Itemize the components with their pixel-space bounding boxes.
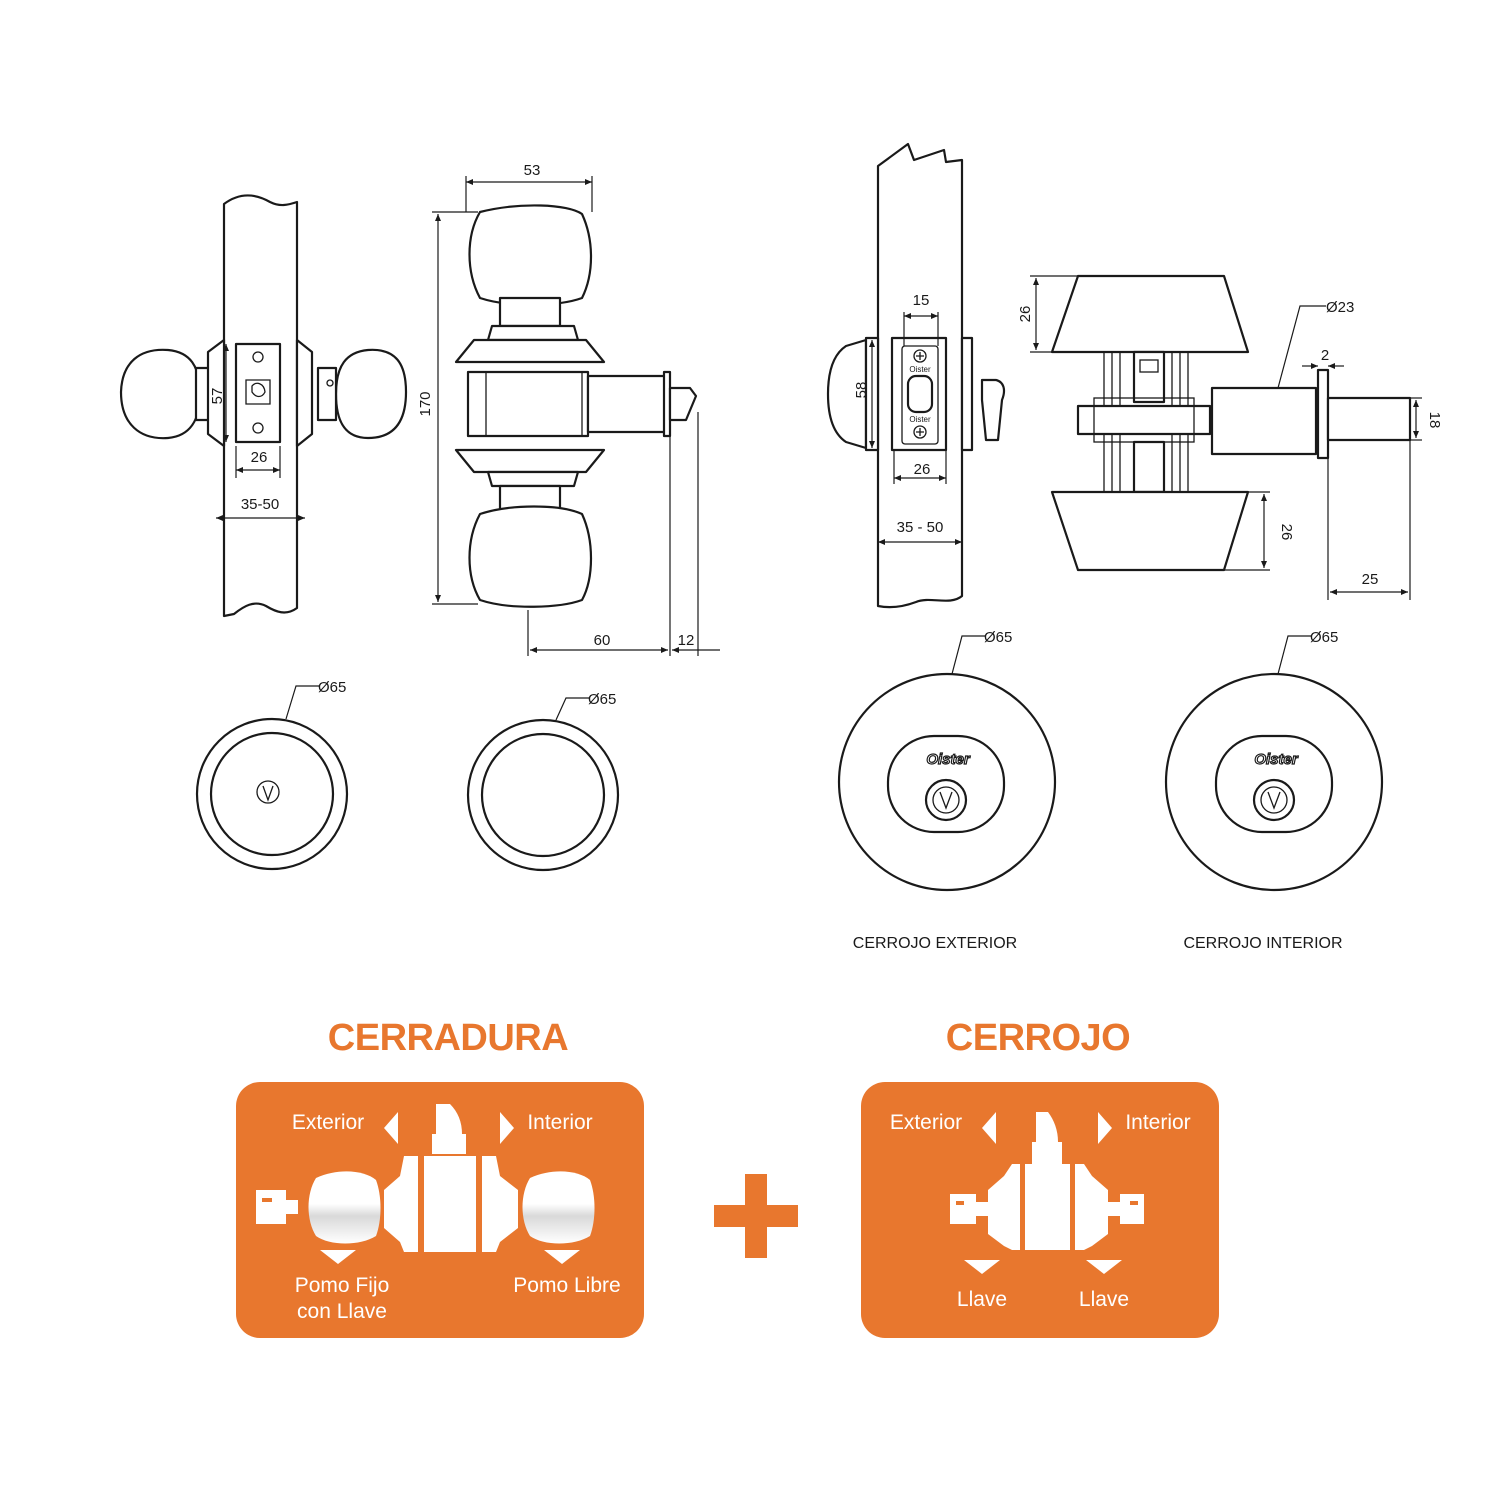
- cerrojo-interior-label: Interior: [1125, 1111, 1190, 1134]
- cerrojo-section: CERROJO Exterior Interior Llave Llave: [861, 1017, 1219, 1338]
- cerradura-key-icon: [256, 1190, 298, 1224]
- plate-brand-bottom: Oister: [909, 415, 931, 424]
- knob-interior-diameter: Ø65: [588, 691, 616, 708]
- cerrojo-left-down-arrow-icon: [964, 1260, 1000, 1274]
- cerradura-left-label-2: con Llave: [297, 1300, 387, 1323]
- deadbolt-side-view: 26 Ø23 2 18 26 25: [1017, 274, 1443, 600]
- caption-cerrojo-exterior: CERROJO EXTERIOR: [853, 935, 1017, 952]
- cerradura-title: CERRADURA: [328, 1017, 568, 1059]
- cerrojo-left-label: Llave: [957, 1288, 1007, 1311]
- dim-57: 57: [209, 388, 226, 405]
- dim-2: 2: [1321, 347, 1329, 364]
- dim-door-thickness-bolt: 35 - 50: [897, 519, 944, 536]
- dim-18: 18: [1426, 412, 1443, 429]
- knob-lock-front-view: 57 26 35-50: [119, 194, 408, 618]
- knob-lock-side-view: 53 170 60 12: [417, 162, 720, 656]
- cerrojo-interior-arrow-icon: [1098, 1112, 1112, 1144]
- cerradura-interior-arrow-icon: [500, 1112, 514, 1144]
- dim-60: 60: [594, 632, 611, 649]
- dim-26-top: 26: [1017, 306, 1034, 323]
- dim-diameter-23: Ø23: [1326, 299, 1354, 316]
- bolt-interior-diameter: Ø65: [1310, 629, 1338, 646]
- plate-brand-top: Oister: [909, 365, 931, 374]
- knob-exterior-rosette: Ø65: [195, 679, 349, 871]
- cerrojo-exterior-label: Exterior: [890, 1111, 962, 1134]
- cerradura-exterior-arrow-icon: [384, 1112, 398, 1144]
- cerradura-fixed-knob-icon: [308, 1171, 381, 1244]
- cerradura-exterior-label: Exterior: [292, 1111, 364, 1134]
- cerrojo-exterior-arrow-icon: [982, 1112, 996, 1144]
- cerradura-section: CERRADURA Exterior Interior Pomo Fijo co…: [236, 1017, 644, 1338]
- cerradura-left-label-1: Pomo Fijo: [295, 1274, 390, 1297]
- cerradura-left-down-arrow-icon: [320, 1250, 356, 1264]
- cerradura-free-knob-icon: [522, 1171, 595, 1244]
- cerradura-lock-icon: [384, 1104, 518, 1252]
- dim-12: 12: [678, 632, 695, 649]
- deadbolt-front-view: Oister Oister 15 58 26 35 - 50: [826, 142, 1006, 609]
- cerradura-right-label: Pomo Libre: [513, 1274, 620, 1297]
- cerradura-interior-label: Interior: [527, 1111, 592, 1134]
- dim-53: 53: [524, 162, 541, 179]
- deadbolt-exterior-rosette: Oister Ø65 CERROJO EXTERIOR: [837, 629, 1057, 952]
- dim-26-plate: 26: [914, 461, 931, 478]
- caption-cerrojo-interior: CERROJO INTERIOR: [1183, 935, 1342, 952]
- exterior-brand-logo: Oister: [926, 751, 971, 768]
- dim-26: 26: [251, 449, 268, 466]
- dim-door-thickness: 35-50: [241, 496, 279, 513]
- cerrojo-right-key-icon: [1108, 1194, 1144, 1224]
- bolt-exterior-diameter: Ø65: [984, 629, 1012, 646]
- cerradura-right-down-arrow-icon: [544, 1250, 580, 1264]
- knob-exterior-diameter: Ø65: [318, 679, 346, 696]
- dim-25: 25: [1362, 571, 1379, 588]
- plus-icon: [714, 1174, 798, 1258]
- knob-interior-rosette: Ø65: [466, 691, 620, 872]
- cerrojo-lock-icon: [988, 1112, 1108, 1250]
- cerrojo-left-key-icon: [950, 1194, 988, 1224]
- dim-15: 15: [913, 292, 930, 309]
- interior-brand-logo: Oister: [1254, 751, 1299, 768]
- cerrojo-right-down-arrow-icon: [1086, 1260, 1122, 1274]
- dim-58: 58: [853, 382, 870, 399]
- cerrojo-right-label: Llave: [1079, 1288, 1129, 1311]
- cerrojo-title: CERROJO: [946, 1017, 1130, 1059]
- dim-170: 170: [417, 391, 434, 416]
- deadbolt-interior-rosette: Oister Ø65 CERROJO INTERIOR: [1164, 629, 1384, 952]
- dim-26-bottom: 26: [1278, 524, 1295, 541]
